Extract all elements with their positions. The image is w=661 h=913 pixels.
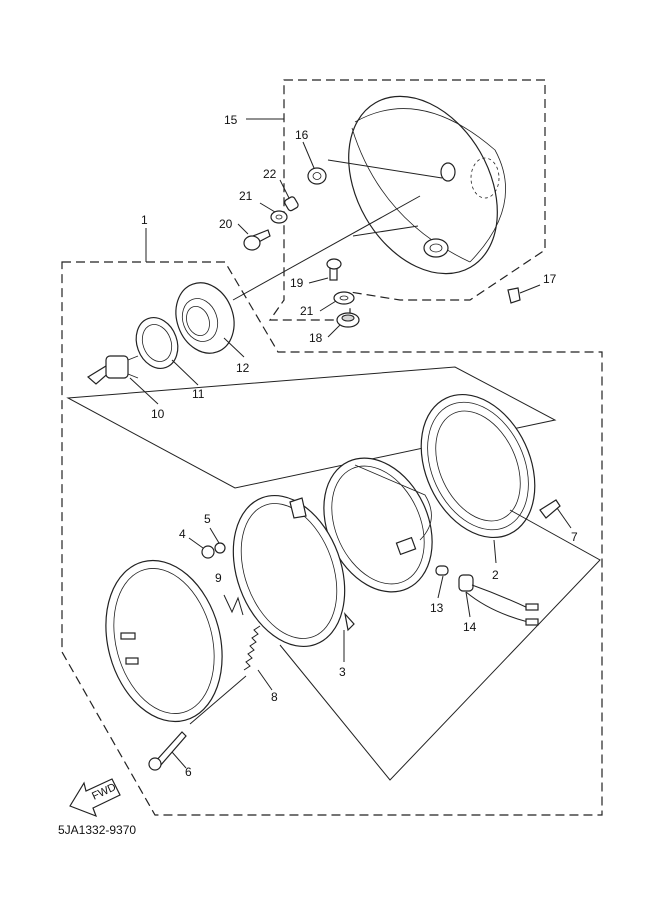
callout-11: 11 bbox=[192, 387, 205, 401]
drawing-number: 5JA1332-9370 bbox=[58, 823, 136, 837]
front-housing bbox=[105, 559, 223, 723]
callout-4: 4 bbox=[179, 527, 186, 541]
screw-17 bbox=[507, 287, 521, 304]
group-leaders bbox=[66, 118, 557, 489]
callout-13: 13 bbox=[430, 601, 444, 615]
callout-5: 5 bbox=[204, 512, 211, 526]
grommet-18 bbox=[336, 312, 360, 328]
callout-18: 18 bbox=[309, 331, 323, 345]
callout-21-upper: 21 bbox=[239, 189, 253, 203]
callout-16: 16 bbox=[295, 128, 309, 142]
screw-4 bbox=[201, 545, 215, 559]
nut-5 bbox=[214, 542, 226, 554]
assembly-outline-15 bbox=[268, 79, 546, 321]
callout-3: 3 bbox=[339, 665, 346, 679]
callout-8: 8 bbox=[271, 690, 278, 704]
callout-9: 9 bbox=[215, 571, 222, 585]
socket-cover-12 bbox=[175, 195, 421, 354]
callout-17: 17 bbox=[543, 272, 557, 286]
headlight-unit bbox=[323, 457, 433, 593]
callout-1: 1 bbox=[141, 213, 148, 227]
callout-12: 12 bbox=[236, 361, 250, 375]
headlight-rim-2 bbox=[420, 393, 536, 539]
screw-19 bbox=[326, 258, 342, 281]
screw-20 bbox=[243, 229, 271, 251]
callout-7: 7 bbox=[571, 530, 578, 544]
washer-21-upper bbox=[270, 210, 288, 224]
screw-7 bbox=[539, 499, 561, 519]
callout-2: 2 bbox=[492, 568, 499, 582]
bulb-holder-11 bbox=[135, 317, 179, 369]
callout-10: 10 bbox=[151, 407, 165, 421]
socket-14 bbox=[458, 574, 539, 626]
mounting-ring-3 bbox=[232, 494, 355, 648]
callout-21-lower: 21 bbox=[300, 304, 314, 318]
washer-21-lower bbox=[333, 291, 355, 305]
clip-9 bbox=[223, 594, 244, 616]
callout-numbers: 1 2 3 4 5 6 7 8 9 10 11 12 13 14 15 16 1… bbox=[141, 113, 578, 779]
fwd-arrow-icon: FWD bbox=[69, 778, 121, 818]
screw-6 bbox=[148, 731, 187, 771]
assembly-guides bbox=[189, 509, 601, 781]
spring-8 bbox=[243, 625, 261, 671]
collar-22 bbox=[284, 196, 299, 212]
callout-6: 6 bbox=[185, 765, 192, 779]
grommet-16 bbox=[307, 167, 327, 185]
callout-leaders bbox=[129, 141, 572, 769]
callout-15: 15 bbox=[224, 113, 238, 127]
callout-22: 22 bbox=[263, 167, 277, 181]
pilot-bulb-13 bbox=[435, 565, 449, 576]
assembly-outline-1 bbox=[61, 261, 603, 816]
callout-14: 14 bbox=[463, 620, 477, 634]
callout-19: 19 bbox=[290, 276, 304, 290]
bulb-10 bbox=[86, 355, 139, 385]
headlight-case bbox=[327, 95, 506, 275]
callout-20: 20 bbox=[219, 217, 233, 231]
